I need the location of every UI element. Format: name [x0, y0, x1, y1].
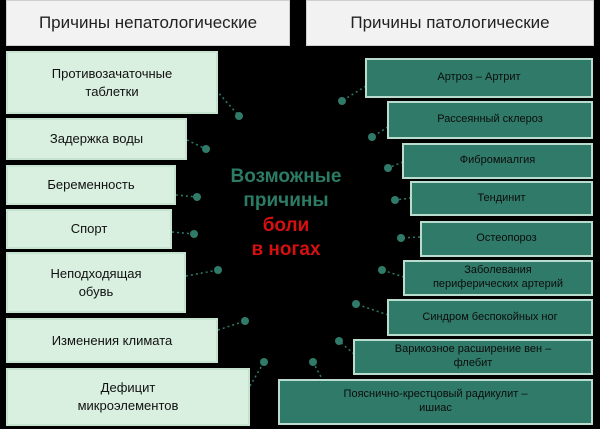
non-pathological-item-water-retention: Задержка воды [6, 118, 187, 160]
center-title-line: в ногах [251, 238, 321, 260]
item-label: Пояснично-крестцовый радикулит – [343, 388, 528, 401]
non-pathological-item-micronutrient-deficit: Дефицит микроэлементов [6, 368, 250, 426]
non-pathological-item-pregnancy: Беременность [6, 165, 176, 205]
item-label: Синдром беспокойных ног [422, 310, 558, 323]
pathological-item-multiple-sclerosis: Рассеянный склероз [387, 101, 593, 139]
pathological-item-restless-legs: Синдром беспокойных ног [387, 299, 593, 336]
item-label: Беременность [47, 177, 135, 193]
non-pathological-item-climate-change: Изменения климата [6, 318, 218, 363]
item-label: Противозачаточные [51, 65, 173, 81]
item-label: Остеопороз [476, 232, 537, 245]
header-non-pathological: Причины непатологические [6, 0, 290, 46]
item-label: Спорт [70, 221, 108, 237]
pathological-item-arthrosis: Артроз – Артрит [365, 58, 593, 98]
pathological-item-tendinitis: Тендинит [410, 181, 593, 216]
item-label: Артроз – Артрит [437, 71, 521, 84]
item-label: микроэлементов [77, 398, 179, 413]
header-pathological: Причины патологические [306, 0, 594, 46]
item-label: ишиас [419, 402, 452, 414]
non-pathological-item-contraceptives: Противозачаточные таблетки [6, 51, 218, 114]
item-label: Изменения климата [51, 332, 173, 348]
item-label: Варикозное расширение вен – [394, 343, 552, 356]
item-label: Заболевания [464, 264, 532, 277]
item-label: Тендинит [477, 191, 526, 204]
center-title-line: Возможные [230, 166, 342, 187]
non-pathological-item-unsuitable-shoes: Неподходящая обувь [6, 252, 186, 313]
item-label: флебит [453, 357, 493, 369]
pathological-item-osteoporosis: Остеопороз [420, 221, 593, 257]
center-title-line: причины [243, 190, 329, 212]
center-title-line: боли [262, 214, 310, 236]
item-label: Фибромиалгия [459, 154, 536, 167]
non-pathological-item-sport: Спорт [6, 209, 172, 249]
item-label: Неподходящая [50, 265, 142, 281]
pathological-item-sciatica: Пояснично-крестцовый радикулит –ишиас [278, 379, 593, 425]
item-label: периферических артерий [432, 278, 564, 290]
item-label: Дефицит [100, 380, 156, 396]
item-label: таблетки [85, 83, 139, 99]
item-label: обувь [78, 283, 114, 299]
pathological-item-fibromyalgia: Фибромиалгия [402, 143, 593, 179]
item-label: Рассеянный склероз [437, 113, 543, 126]
center-title: Возможные причины боли в ногах [222, 165, 350, 262]
item-label: Задержка воды [49, 131, 144, 147]
pathological-item-varicose-veins: Варикозное расширение вен –флебит [353, 339, 593, 375]
